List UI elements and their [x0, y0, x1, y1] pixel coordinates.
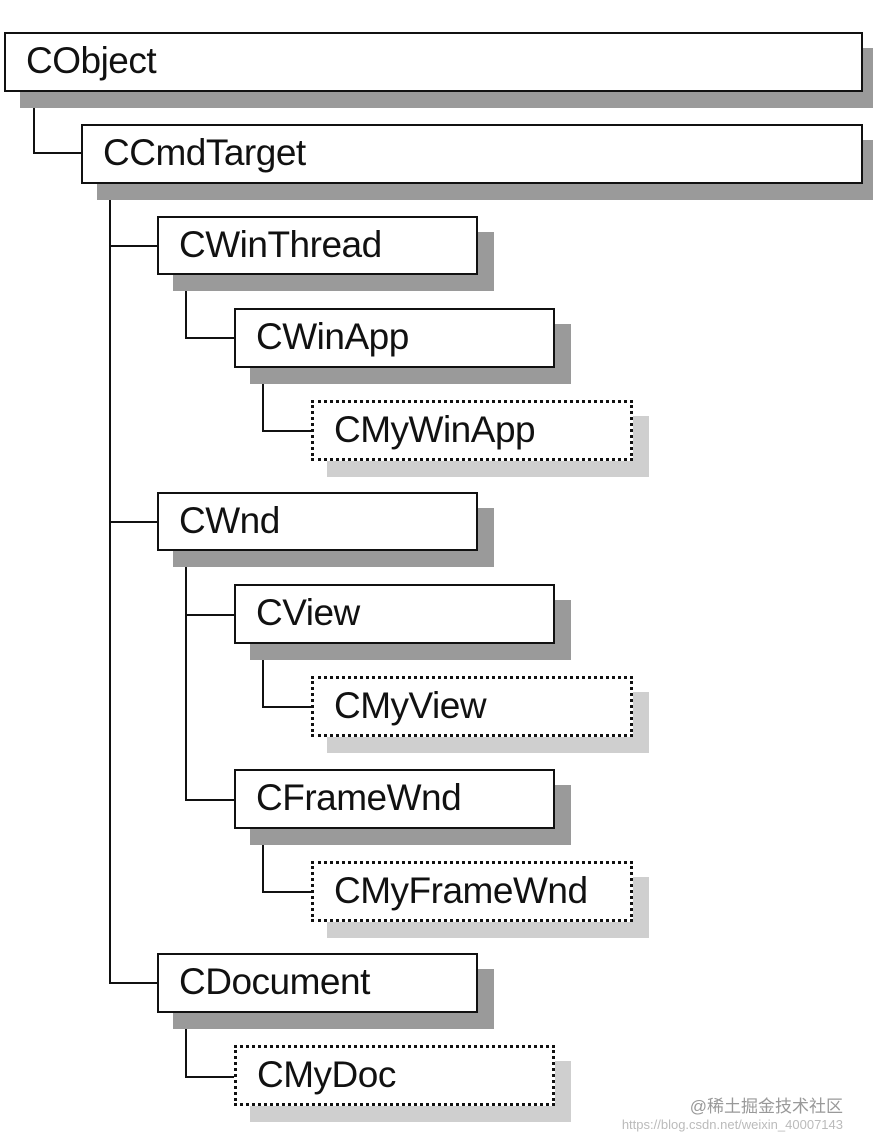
- class-box-cmywinapp: CMyWinApp: [311, 400, 633, 461]
- class-box-cmyview: CMyView: [311, 676, 633, 737]
- class-box-cwnd: CWnd: [157, 492, 478, 551]
- class-box-cmyframewnd: CMyFrameWnd: [311, 861, 633, 922]
- connector-cframewnd-cmyframewnd: [262, 829, 312, 893]
- class-name: CWnd: [179, 499, 280, 541]
- class-name: CMyFrameWnd: [334, 869, 588, 911]
- class-box-cframewnd: CFrameWnd: [234, 769, 555, 829]
- class-box-cmydoc: CMyDoc: [234, 1045, 555, 1106]
- class-box-cwinapp: CWinApp: [234, 308, 555, 368]
- watermark-url: https://blog.csdn.net/weixin_40007143: [621, 1117, 843, 1133]
- class-name: CCmdTarget: [103, 132, 306, 174]
- connector-cdocument-cmydoc: [185, 1013, 235, 1078]
- connector-cwinapp-cmywinapp: [262, 368, 312, 432]
- class-name: CWinThread: [179, 223, 382, 265]
- class-box-cdocument: CDocument: [157, 953, 478, 1013]
- connector-cview-cmyview: [262, 644, 312, 708]
- class-box-cobject: CObject: [4, 32, 863, 92]
- connector-cwnd-cframewnd: [185, 551, 235, 801]
- class-box-cwinthread: CWinThread: [157, 216, 478, 275]
- class-box-ccmdtarget: CCmdTarget: [81, 124, 863, 184]
- watermark-main: @稀土掘金技术社区: [689, 1097, 843, 1117]
- class-name: CObject: [26, 40, 157, 82]
- watermark: @稀土掘金技术社区 https://blog.csdn.net/weixin_4…: [622, 1097, 843, 1133]
- connector-cobject-ccmdtarget: [33, 92, 81, 154]
- class-box-cview: CView: [234, 584, 555, 644]
- class-name: CMyDoc: [257, 1053, 396, 1095]
- class-name: CMyWinApp: [334, 408, 536, 450]
- connector-cwinthread-cwinapp: [185, 275, 235, 339]
- class-name: CDocument: [179, 961, 370, 1003]
- class-name: CFrameWnd: [256, 777, 462, 819]
- connector-ccmdtarget-cdocument: [109, 184, 158, 984]
- class-name: CMyView: [334, 684, 487, 726]
- class-name: CWinApp: [256, 316, 409, 358]
- class-name: CView: [256, 592, 360, 634]
